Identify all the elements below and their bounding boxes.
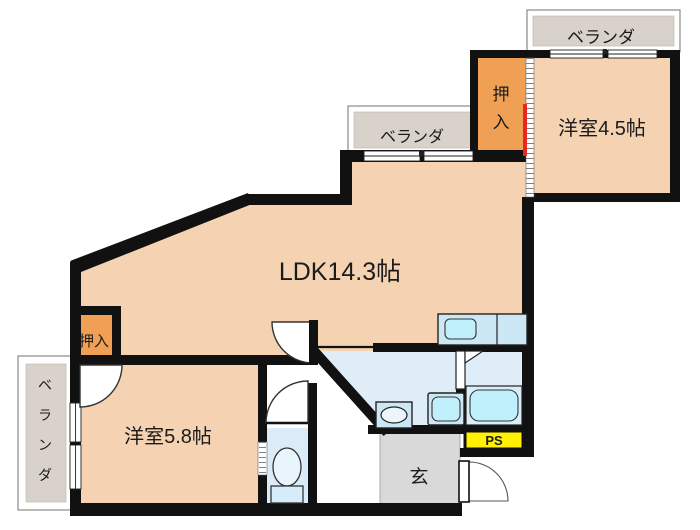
walls	[70, 50, 680, 516]
toilet	[270, 447, 304, 504]
sliding-door-room45	[523, 57, 535, 198]
door-entrance	[458, 460, 509, 503]
kitchen-sink	[444, 318, 477, 340]
balcony-top-right	[526, 9, 681, 53]
entrance-floor	[379, 432, 461, 506]
closet-top-floor	[478, 58, 526, 150]
ldk-floor	[70, 150, 533, 355]
window-balcony-left	[69, 402, 82, 490]
vent-toilet-wall	[257, 441, 268, 476]
window-balcony-middle	[363, 150, 474, 162]
pipe-space: PS	[463, 429, 525, 451]
balcony-left	[17, 355, 73, 511]
kitchen-counter	[437, 313, 528, 346]
ldk-label: LDK14.3帖	[279, 258, 401, 286]
door-toilet	[265, 380, 309, 425]
window-balcony-top	[549, 49, 658, 59]
washbasin	[375, 401, 413, 429]
svg-text:ン: ン	[38, 437, 52, 453]
entrance-label: 玄	[409, 466, 428, 488]
door-ldk	[271, 320, 318, 365]
svg-text:ベ: ベ	[38, 377, 52, 393]
closet-left-label: 押入	[79, 333, 109, 350]
western-room-58-label: 洋室5.8帖	[124, 425, 212, 448]
svg-text:押: 押	[493, 85, 510, 104]
svg-text:ラ: ラ	[38, 407, 52, 423]
western-room-45-label: 洋室4.5帖	[558, 117, 646, 140]
bathtub	[465, 385, 523, 426]
balcony-left-label: ベ ラ ン ダ	[38, 377, 52, 483]
svg-text:ダ: ダ	[38, 467, 52, 483]
balcony-top-label: ベランダ	[567, 28, 635, 47]
door-bathroom	[455, 350, 485, 390]
closet-top-label: 押 入	[493, 85, 510, 132]
balcony-middle-label: ベランダ	[380, 128, 444, 146]
balcony-middle	[347, 105, 481, 155]
washer-pan	[427, 392, 465, 426]
pipe-space-label: PS	[485, 433, 503, 448]
svg-text:入: 入	[493, 113, 510, 132]
door-room58	[79, 364, 123, 408]
